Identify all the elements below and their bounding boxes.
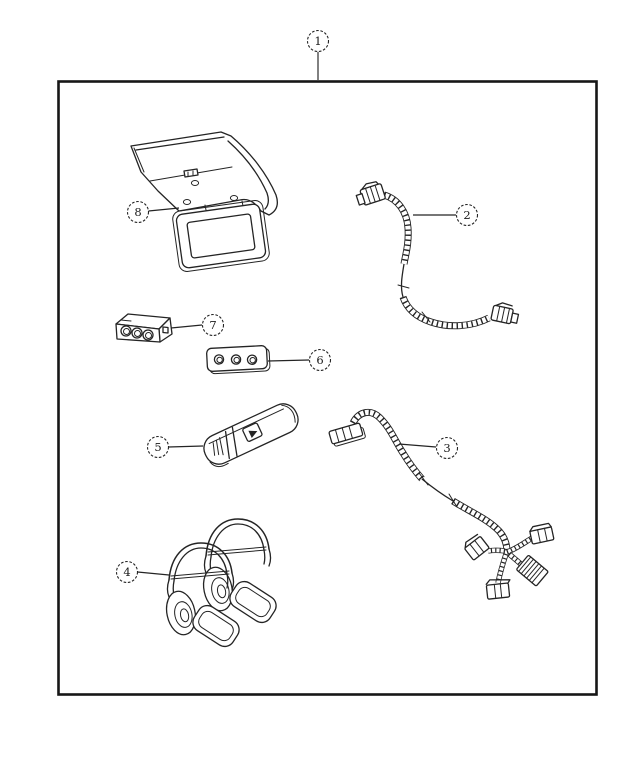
callout-8-leader [148,207,180,212]
callout-7: 7 [170,313,225,337]
callout-3-leader [398,443,437,448]
part-overhead-video-monitor [130,131,278,273]
callout-1-balloon [306,29,330,53]
callout-6-number: 6 [316,353,323,367]
callout-1: 1 [306,29,330,80]
callout-8-balloon [126,200,150,224]
callout-7-number: 7 [209,318,216,332]
callout-7-leader [170,324,203,329]
callout-4-number: 4 [123,565,130,579]
kit-boundary-box [57,80,598,696]
callout-6-leader [267,359,310,362]
harness-upper-connector-a [355,181,386,206]
callout-5-balloon [146,435,170,459]
headphone-front [165,542,240,648]
callout-2: 2 [413,203,479,227]
callout-4-leader [137,571,170,576]
harness-upper-wrap-a [382,191,412,265]
harness-lower-wrap-a [349,408,425,482]
harness-upper-wrap-b [399,295,491,330]
callout-4-balloon [115,560,139,584]
callout-3: 3 [398,436,459,460]
remote-arrow-icon [248,430,258,439]
part-wiring-harness-upper [355,181,520,330]
callout-8-number: 8 [134,205,141,219]
harness-lower-main-connector [328,422,366,447]
callout-5: 5 [146,435,204,459]
callout-5-leader [168,445,204,448]
callout-2-balloon [455,203,479,227]
harness-lower-connector-3 [485,579,511,600]
part-remote-control [203,403,299,468]
harness-lower-connector-1 [529,522,555,545]
callout-1-number: 1 [314,34,321,48]
callout-2-number: 2 [463,208,470,222]
monitor-screen [172,199,270,273]
part-headphones-pair [165,518,277,648]
callout-5-number: 5 [154,440,161,454]
callout-4: 4 [115,560,170,584]
headphone-back [202,518,277,624]
callout-6-balloon [308,348,332,372]
part-wiring-harness-lower [328,408,555,600]
callout-6: 6 [267,348,332,372]
harness-lower-wrap-b [451,498,511,553]
part-jack-faceplate [206,345,271,375]
callout-3-balloon [435,436,459,460]
callout-8: 8 [126,200,180,224]
callout-3-number: 3 [443,441,450,455]
harness-upper-connector-b [490,302,520,325]
harness-lower-connector-2 [516,554,549,587]
harness-lower-connector-4 [464,533,490,561]
part-connector-block [115,313,173,343]
callout-7-balloon [201,313,225,337]
